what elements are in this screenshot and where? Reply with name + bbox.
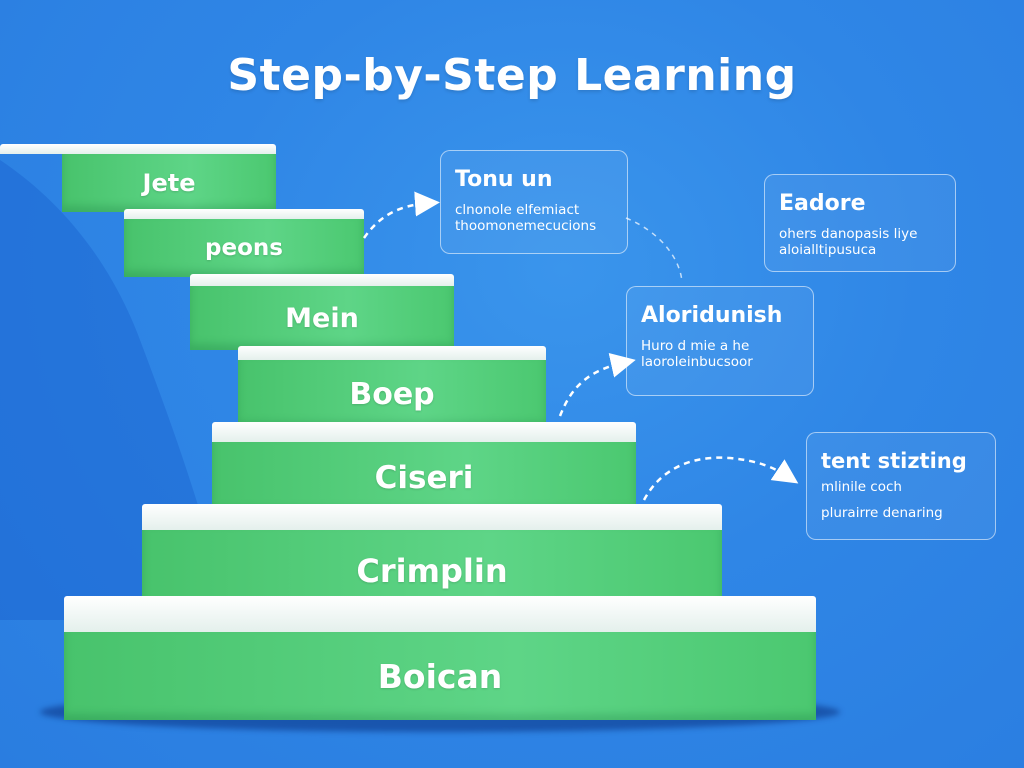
arrow-to-tent-card [642,456,799,501]
step-7: Jete [0,144,276,212]
step-3: Ciseri [212,422,636,514]
info-card-eadore: Eadore ohers danopasis liye aloialltipus… [764,174,956,272]
arrow-to-tonu-card [362,191,440,239]
info-card-tonu: Tonu un clnonole elfemiact thoomonemecuc… [440,150,628,254]
step-6: peons [124,209,364,277]
step-label: Ciseri [374,460,474,496]
step-label: Boep [349,376,435,412]
card-title: Tonu un [455,167,553,192]
step-4: Boep [238,346,546,428]
step-label: Jete [142,169,196,197]
card-title: Eadore [779,191,866,216]
info-card-aloridunish: Aloridunish Huro d mie a he laoroleinbuc… [626,286,814,396]
card-text: clnonole elfemiact [455,202,580,218]
arrow-tonu-to-aloridunish [625,217,683,283]
card-text: mlinile coch [821,479,902,495]
arrow-to-aloridunish-card [558,353,636,417]
card-text: thoomonemecucions [455,218,597,234]
card-text: aloialltipusuca [779,242,877,258]
step-1: Boican [64,596,816,720]
card-text: ohers danopasis liye [779,226,918,242]
page-title: Step-by-Step Learning [227,50,797,101]
card-text: plurairre denaring [821,505,943,521]
card-text: Huro d mie a he [641,338,750,354]
step-5: Mein [190,274,454,350]
card-title: Aloridunish [641,303,783,328]
step-label: Boican [377,656,503,696]
step-label: Mein [285,302,359,334]
info-card-tent: tent stizting mlinile coch plurairre den… [806,432,996,540]
step-label: peons [205,235,283,261]
card-title: tent stizting [821,449,967,473]
step-label: Crimplin [356,552,508,590]
card-text: laoroleinbucsoor [641,354,753,370]
